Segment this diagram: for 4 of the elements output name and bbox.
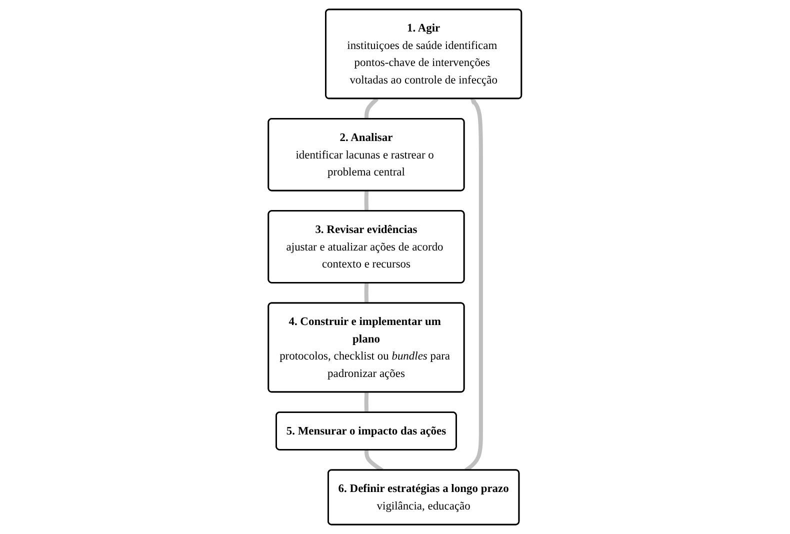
connector <box>364 392 369 413</box>
connector <box>364 97 379 120</box>
connector <box>364 282 369 304</box>
connector <box>364 190 369 212</box>
